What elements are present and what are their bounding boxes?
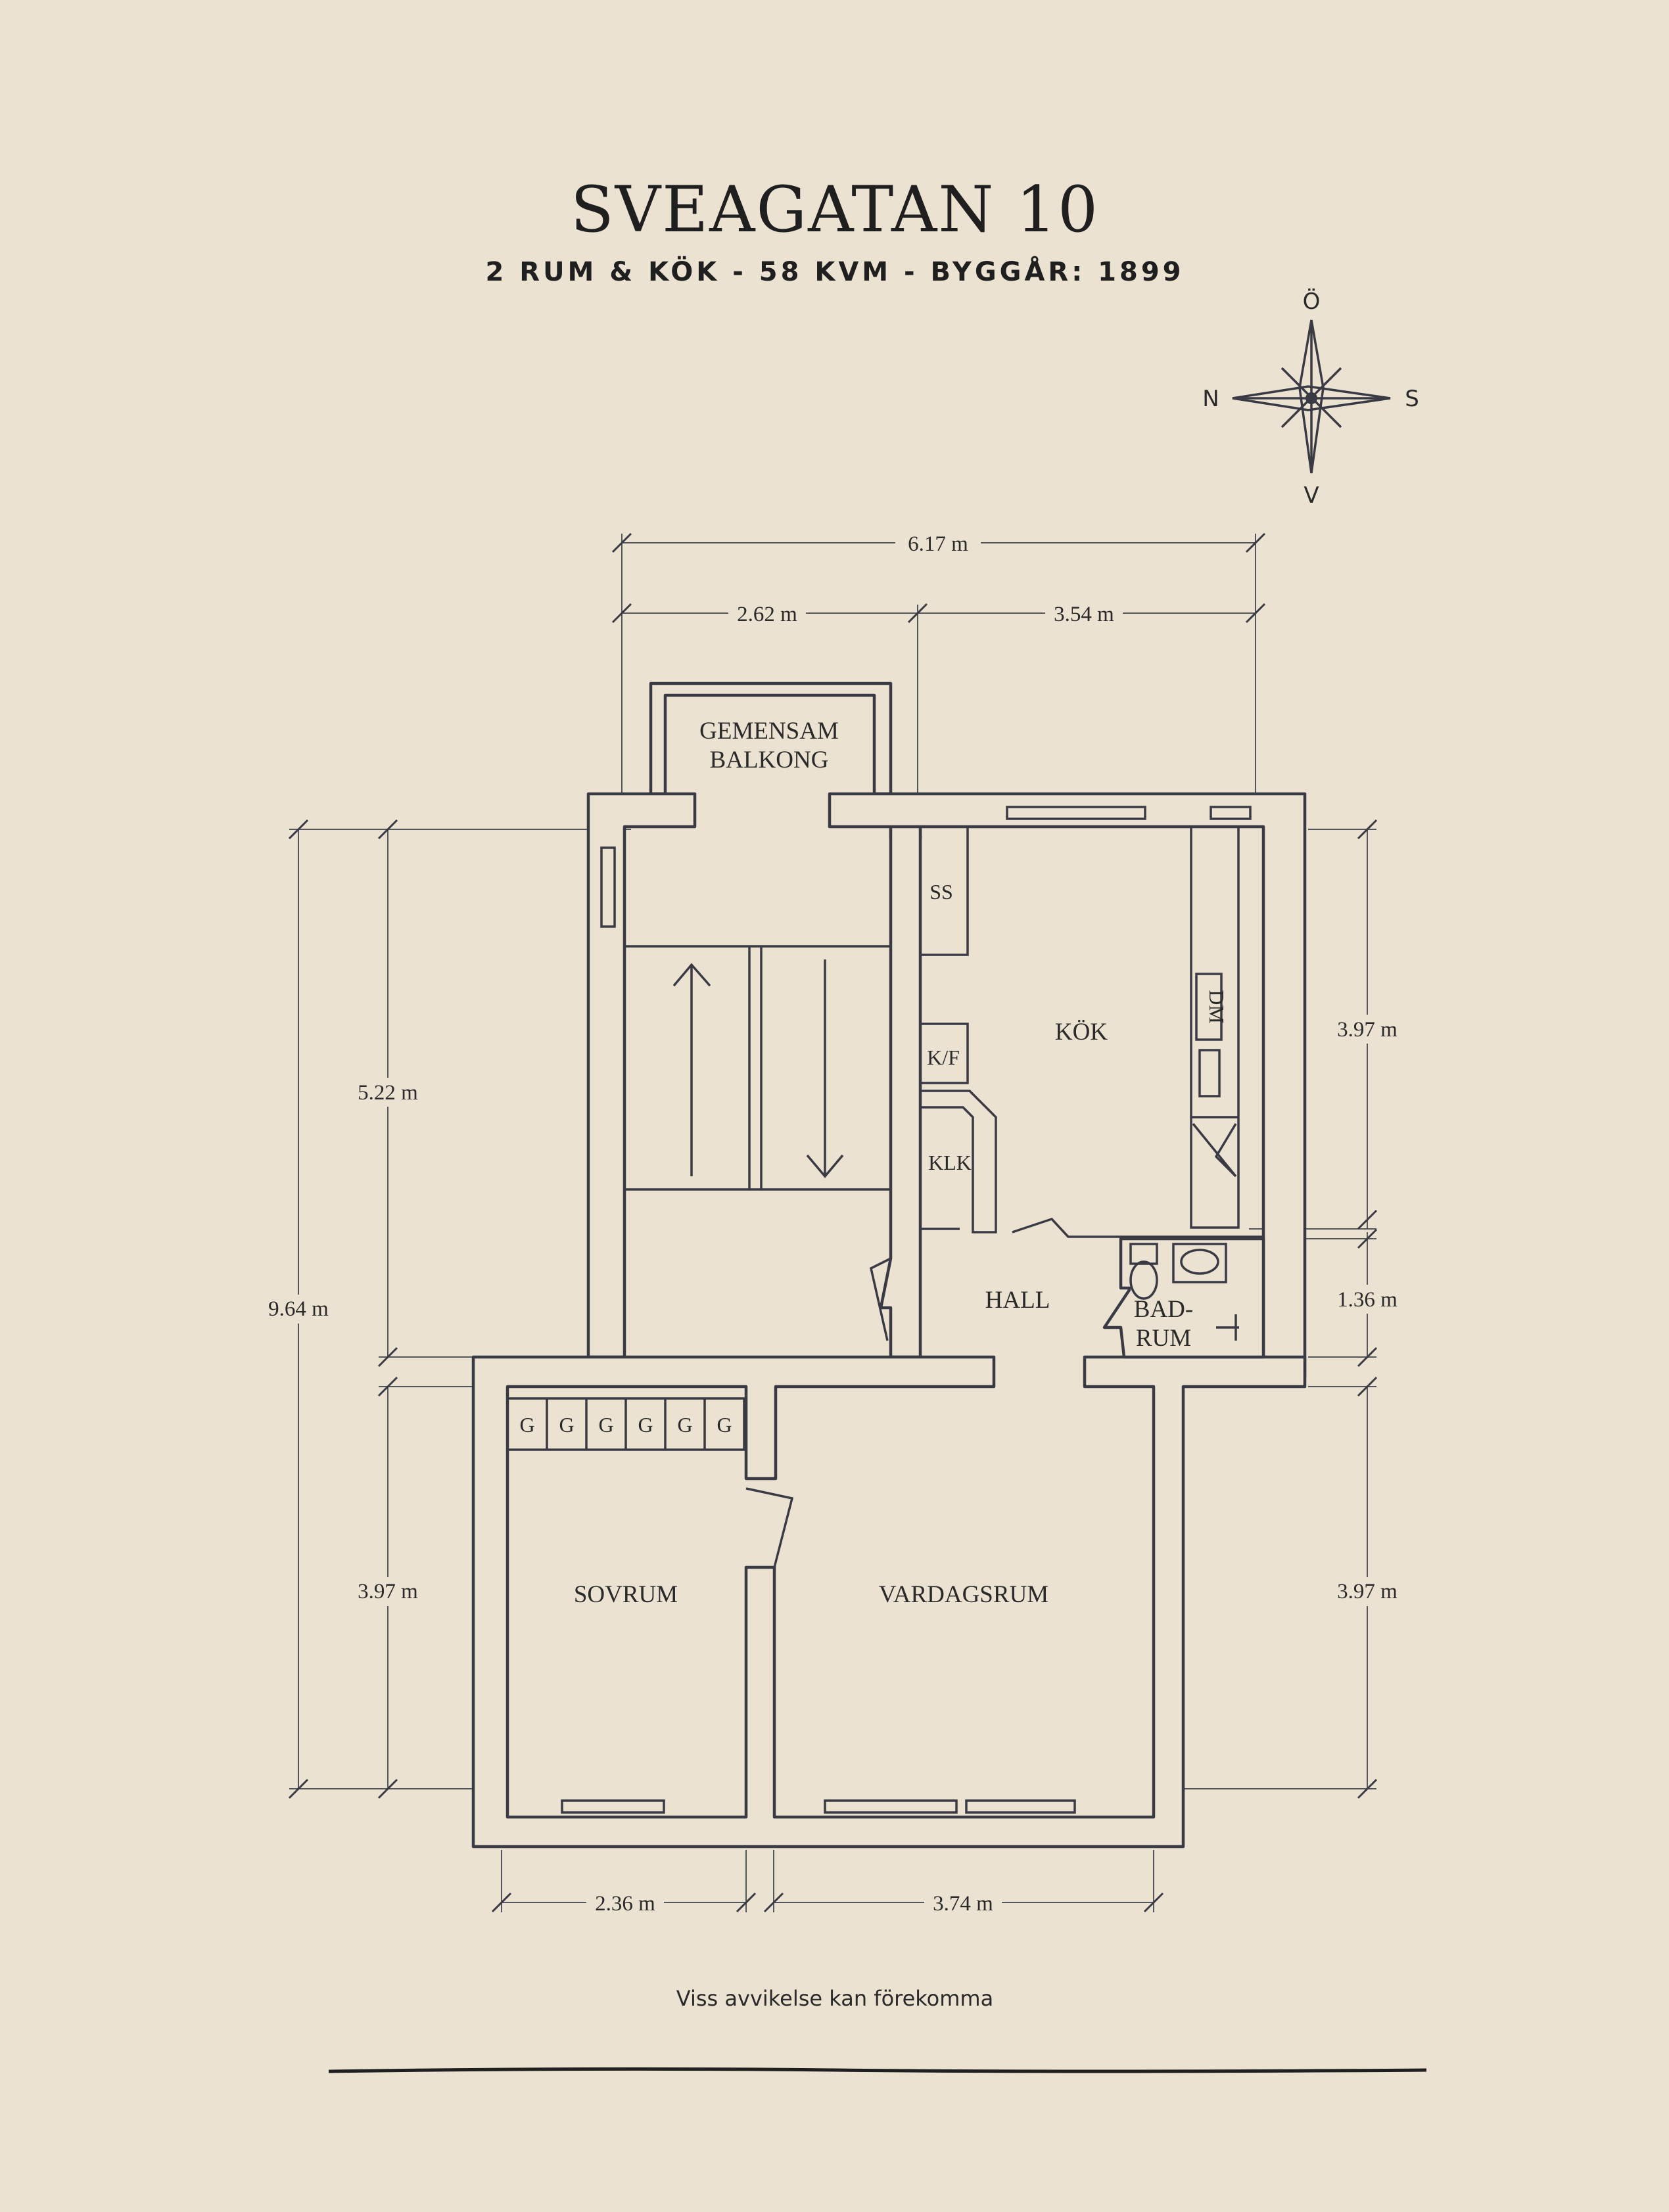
footer-note: Viss avvikelse kan förekomma <box>676 1986 993 2011</box>
hall-door-swing <box>869 1257 891 1341</box>
dim-total-depth: 9.64 m <box>268 1297 329 1321</box>
compass-rose-icon <box>1232 319 1391 474</box>
staircase <box>624 945 891 1191</box>
dim-living-width: 3.74 m <box>933 1892 993 1916</box>
ss-label: SS <box>929 880 953 904</box>
page-title: SVEAGATAN 10 <box>571 173 1099 246</box>
compass-north-label: Ö <box>1303 288 1321 315</box>
dim-kitchen-depth: 3.97 m <box>1337 1018 1398 1042</box>
bath-label-line1: BAD- <box>1134 1296 1193 1323</box>
compass-east-label: S <box>1405 386 1419 412</box>
bedroom-door-swing <box>745 1487 794 1568</box>
closet-label-5: G <box>677 1413 692 1437</box>
balcony-label-line2: BALKONG <box>710 747 829 773</box>
bathroom <box>1102 1237 1265 1359</box>
closet-label-4: G <box>638 1413 653 1437</box>
dim-stair-depth: 5.22 m <box>358 1081 418 1105</box>
compass-west-label: N <box>1202 386 1219 412</box>
kitchen-label: KÖK <box>1055 1019 1108 1046</box>
bath-label-line2: RUM <box>1136 1325 1191 1352</box>
closet-label-2: G <box>559 1413 574 1437</box>
dim-bath-depth: 1.36 m <box>1337 1288 1398 1312</box>
footer-rule <box>328 2067 1427 2073</box>
dim-living-depth: 3.97 m <box>1337 1580 1398 1603</box>
dim-stair-width: 2.62 m <box>737 603 797 626</box>
bedroom-label: SOVRUM <box>574 1581 678 1608</box>
balcony-label-line1: GEMENSAM <box>699 718 839 745</box>
dim-kitchen-width: 3.54 m <box>1054 603 1114 626</box>
closet-label-3: G <box>598 1413 613 1437</box>
dim-total-width: 6.17 m <box>908 532 968 556</box>
dm-label: DM <box>1205 990 1229 1024</box>
klk-label: KLK <box>928 1151 972 1174</box>
living-room-label: VARDAGSRUM <box>879 1581 1048 1608</box>
dim-bedroom-depth: 3.97 m <box>358 1580 418 1603</box>
compass-south-label: V <box>1304 482 1319 509</box>
dim-bedroom-width: 2.36 m <box>595 1892 655 1916</box>
closet-label-1: G <box>519 1413 534 1437</box>
hall-label: HALL <box>985 1287 1050 1314</box>
kitchen-fixtures <box>919 825 1263 1238</box>
closet-label-6: G <box>717 1413 732 1437</box>
closets <box>506 1397 745 1451</box>
walls <box>471 792 1307 1849</box>
kf-label: K/F <box>927 1046 960 1069</box>
page-subtitle: 2 RUM & KÖK - 58 KVM - BYGGÅR: 1899 <box>486 255 1185 287</box>
